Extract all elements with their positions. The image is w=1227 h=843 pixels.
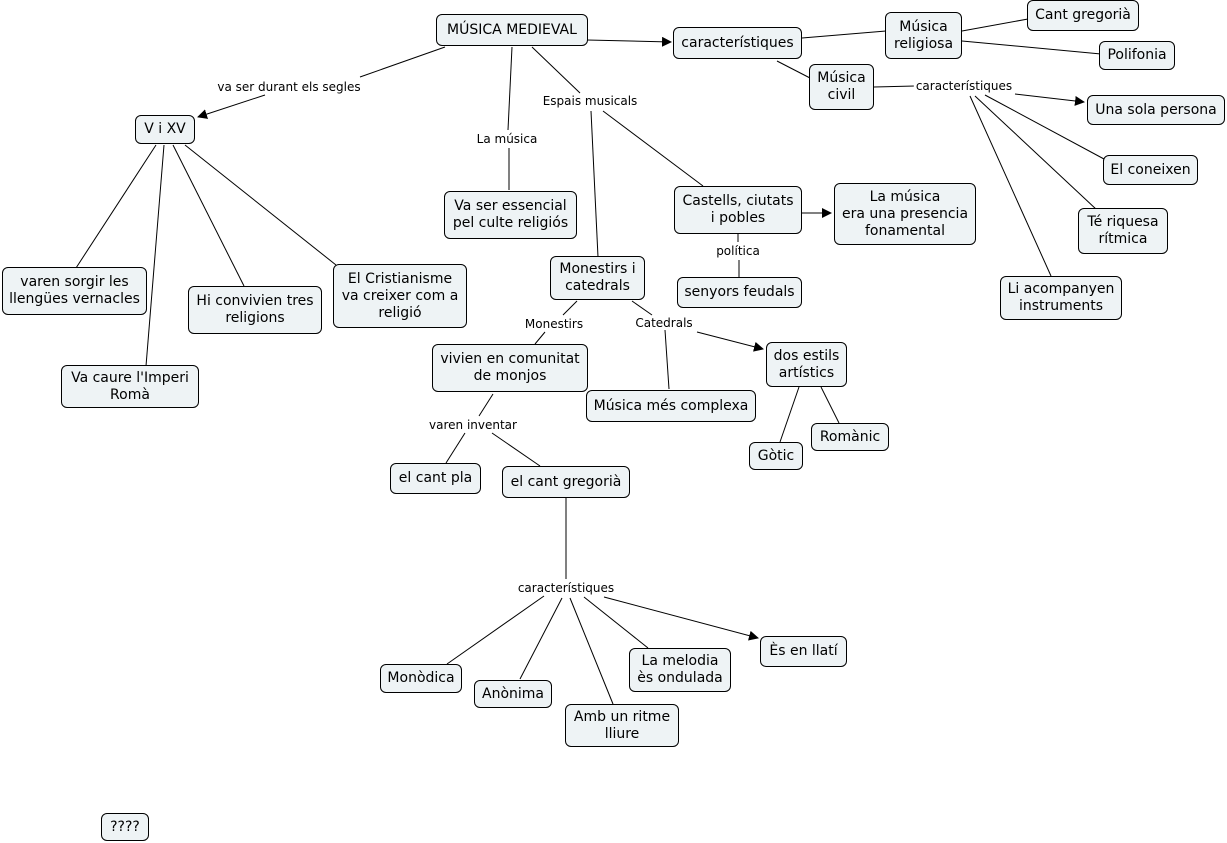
- node-monestirs-catedrals[interactable]: Monestirs i catedrals: [550, 256, 645, 300]
- edge-caract-civil: [776, 60, 811, 79]
- edge-espais-castells: [602, 110, 704, 187]
- node-anonima[interactable]: Anònima: [474, 680, 552, 708]
- edge-medieval-label-segles: [359, 46, 446, 78]
- label-caracteristiques-gregoria: característiques: [515, 581, 617, 595]
- node-gotic[interactable]: Gòtic: [749, 442, 803, 470]
- node-el-cant-gregoria[interactable]: el cant gregorià: [502, 466, 630, 498]
- node-te-riquesa[interactable]: Té riquesa rítmica: [1078, 208, 1168, 254]
- edge-civil-acompanyen: [969, 95, 1052, 277]
- edge-civil-solapersona: [1014, 93, 1085, 106]
- node-polifonia[interactable]: Polifonia: [1099, 41, 1175, 70]
- node-dos-estils[interactable]: dos estils artístics: [766, 342, 847, 387]
- edge-catedrals-label: [631, 300, 653, 316]
- label-catedrals: Catedrals: [633, 316, 695, 330]
- edge-catedrals-estils: [696, 331, 764, 352]
- edge-label-segles-vixv: [197, 94, 266, 119]
- node-es-en-llati[interactable]: Ès en llatí: [760, 636, 847, 667]
- label-caracteristiques-civil: característiques: [913, 79, 1015, 93]
- edge-vixv-imperi: [145, 144, 165, 367]
- node-el-cant-pla[interactable]: el cant pla: [390, 463, 481, 494]
- node-el-coneixen[interactable]: El coneixen: [1103, 155, 1198, 185]
- edge-label-monestirs-vivien: [534, 331, 546, 345]
- edge-espais-monestirs: [590, 110, 599, 258]
- edge-estils-romanic: [820, 386, 840, 424]
- label-politica: política: [714, 244, 762, 258]
- edge-medieval-caracteristiques: [586, 36, 672, 47]
- edge-caract-llati: [603, 596, 759, 641]
- edge-vixv-vernacles: [75, 144, 157, 269]
- node-la-melodia[interactable]: La melodia ès ondulada: [629, 648, 731, 692]
- node-cristianisme[interactable]: El Cristianisme va creixer com a religió: [333, 264, 467, 328]
- label-espais-musicals: Espais musicals: [540, 94, 640, 108]
- node-musica-religiosa[interactable]: Música religiosa: [885, 12, 962, 59]
- node-musica-medieval[interactable]: MÚSICA MEDIEVAL: [436, 14, 588, 46]
- edge-caract-monodica: [446, 595, 545, 665]
- node-va-ser-essencial[interactable]: Va ser essencial pel culte religiós: [444, 191, 577, 239]
- node-romanic[interactable]: Romànic: [811, 423, 889, 451]
- edge-caract-melodia: [583, 596, 649, 649]
- edge-medieval-espais: [531, 46, 581, 94]
- edge-caract-anonima: [519, 597, 563, 680]
- node-caracteristiques-top[interactable]: característiques: [673, 27, 802, 59]
- node-interrogants[interactable]: ????: [101, 813, 149, 841]
- node-monodica[interactable]: Monòdica: [380, 664, 462, 693]
- node-senyors-feudals[interactable]: senyors feudals: [677, 277, 802, 308]
- edge-caract-ritme: [569, 597, 614, 705]
- node-li-acompanyen[interactable]: Li acompanyen instruments: [1000, 276, 1122, 320]
- edge-inventar-gregoria: [491, 432, 541, 467]
- edge-vivien-inventar: [478, 393, 494, 417]
- node-va-caure[interactable]: Va caure l'Imperi Romà: [61, 365, 199, 408]
- edge-estils-gotic: [779, 386, 800, 443]
- edge-catedrals-complexa: [664, 329, 670, 390]
- node-musica-civil[interactable]: Música civil: [809, 64, 874, 110]
- edge-civil-riquesa: [974, 95, 1098, 211]
- edge-vixv-religions: [172, 144, 245, 287]
- label-monestirs: Monestirs: [522, 317, 586, 331]
- label-va-ser-durant: va ser durant els segles: [215, 80, 363, 94]
- node-musica-mes-complexa[interactable]: Música més complexa: [586, 390, 756, 422]
- node-cant-gregoria-top[interactable]: Cant gregorià: [1027, 0, 1139, 31]
- node-vivien[interactable]: vivien en comunitat de monjos: [432, 344, 588, 392]
- edge-medieval-label-musica: [507, 46, 513, 131]
- label-varen-inventar: varen inventar: [427, 418, 519, 432]
- node-una-sola-persona[interactable]: Una sola persona: [1087, 95, 1225, 125]
- edge-civil-coneixen: [984, 94, 1105, 160]
- node-la-musica-presencia[interactable]: La música era una presencia fonamental: [834, 183, 976, 245]
- node-varen-sorgir[interactable]: varen sorgir les llengües vernacles: [2, 267, 147, 315]
- node-hi-convivien[interactable]: Hi convivien tres religions: [188, 286, 322, 334]
- edge-religiosa-cantgregoria: [961, 18, 1029, 32]
- edge-inventar-cantpla: [445, 432, 466, 464]
- edge-caract-religiosa: [801, 30, 887, 39]
- edge-civil-label: [873, 85, 916, 88]
- node-amb-un-ritme[interactable]: Amb un ritme lliure: [565, 704, 679, 747]
- edge-vixv-cristianisme: [184, 144, 337, 266]
- node-castells[interactable]: Castells, ciutats i pobles: [674, 186, 802, 234]
- node-v-i-xv[interactable]: V i XV: [135, 115, 195, 144]
- label-la-musica: La música: [474, 132, 540, 146]
- edge-monestirs-label: [562, 300, 578, 316]
- edge-religiosa-polifonia: [961, 40, 1102, 55]
